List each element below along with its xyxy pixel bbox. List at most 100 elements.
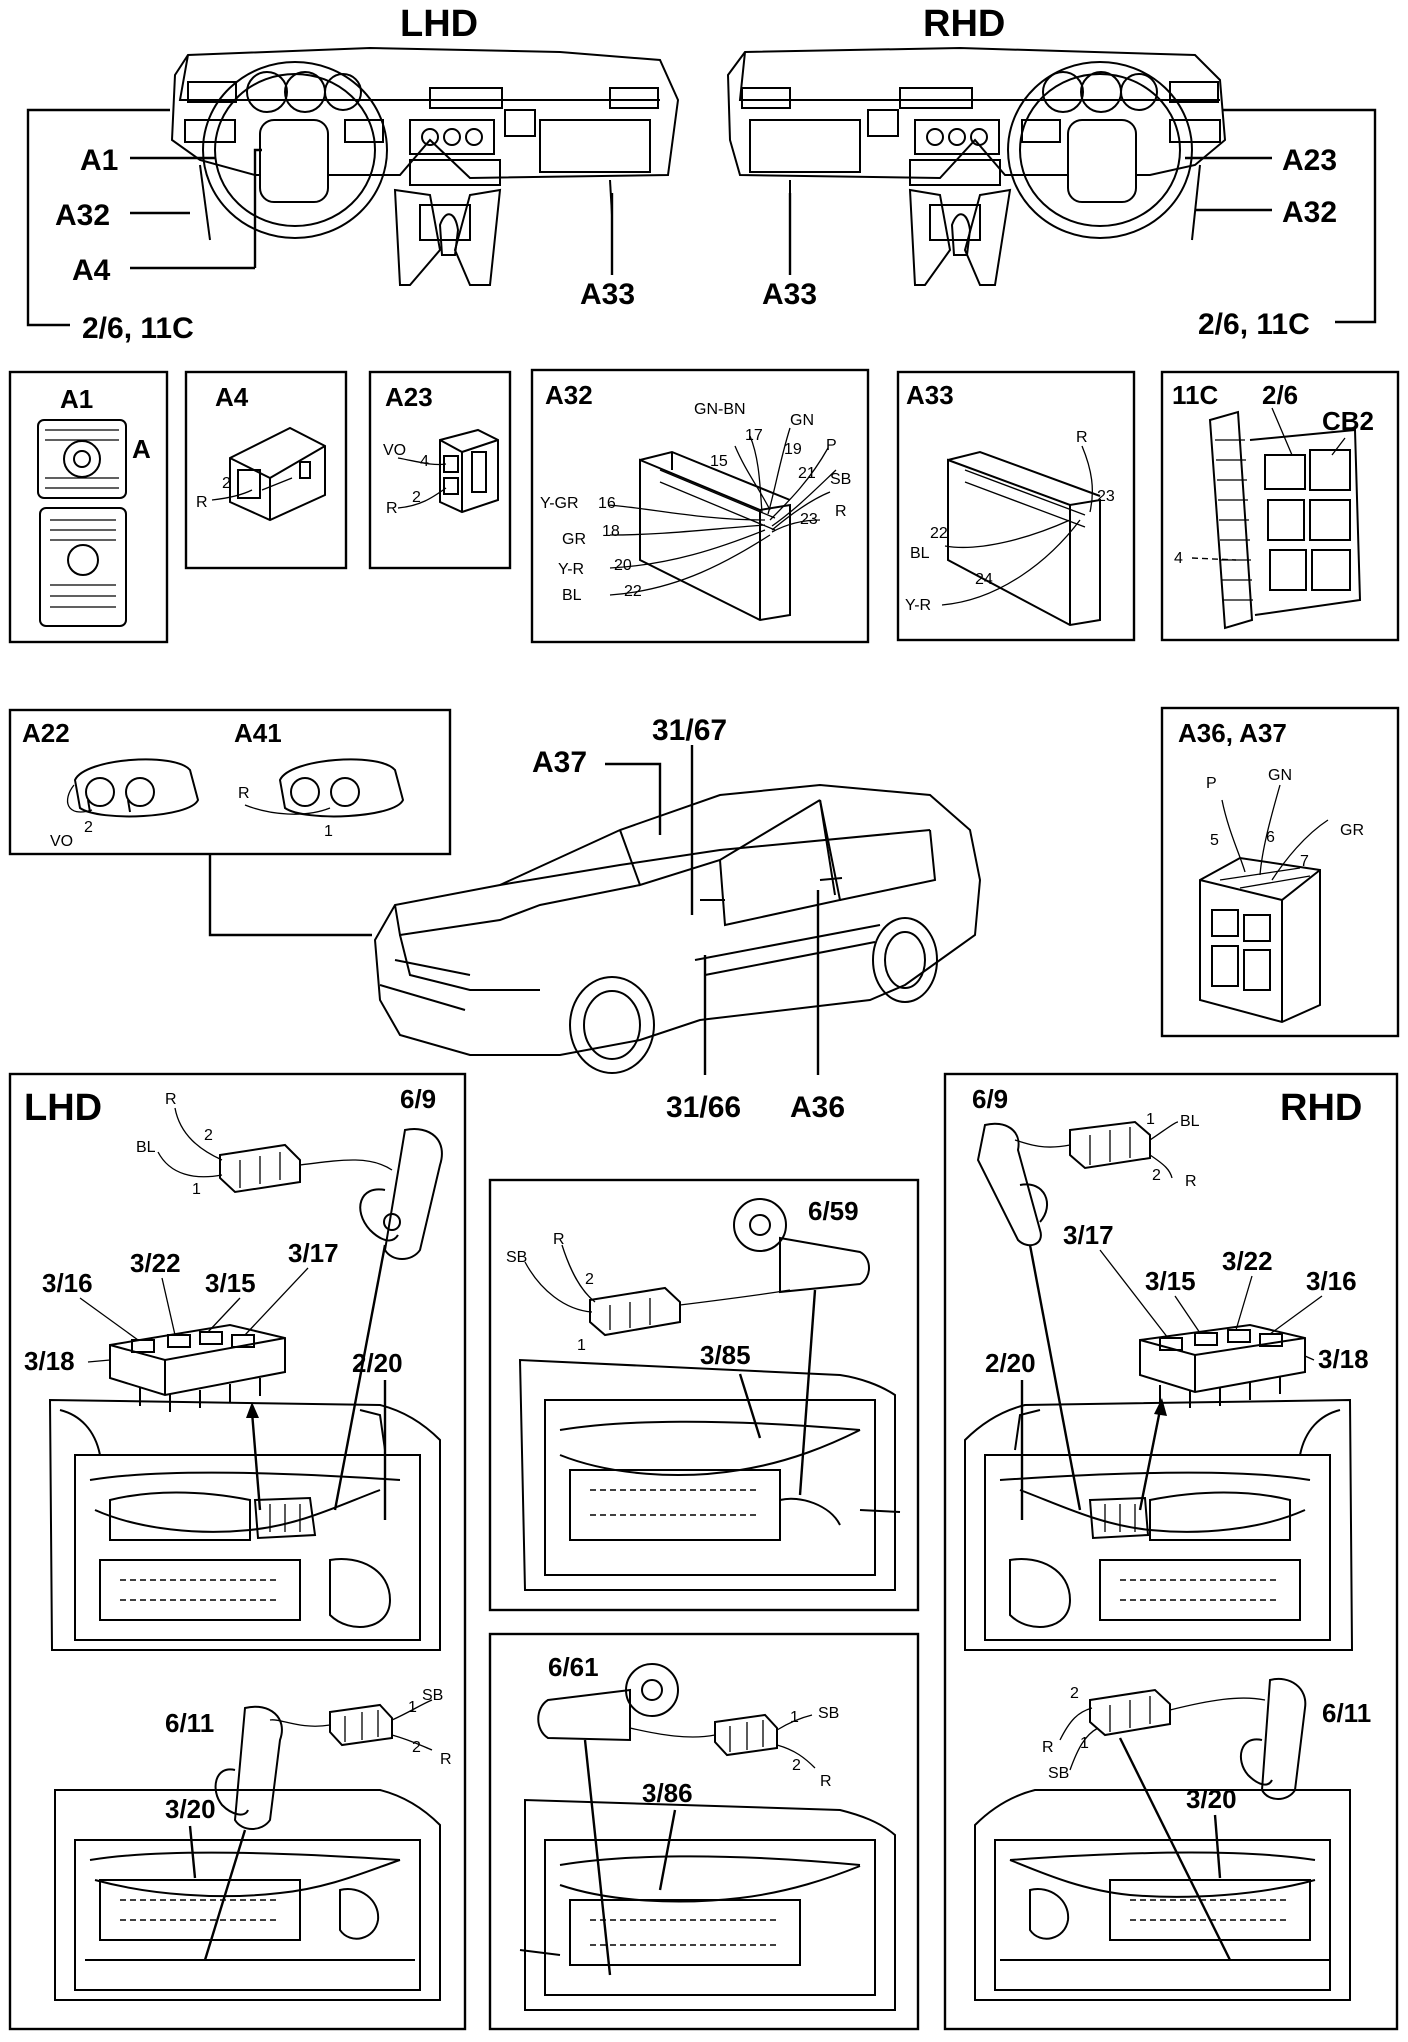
rhd-switch-arrowhead: [1154, 1398, 1167, 1416]
rear-right-door-drawing: [519, 1798, 896, 2011]
fusebox-pin-leader: [1191, 557, 1237, 561]
a36-wire-gr-label: GR: [1340, 822, 1364, 839]
a22-pin: 2: [84, 819, 93, 836]
box-a33: [896, 370, 1136, 642]
rhd-rear-wire-r: [1059, 1707, 1093, 1741]
lhd-front-wire-r-label: R: [165, 1091, 177, 1108]
lhd-front-wire-bl-label: BL: [136, 1139, 156, 1156]
fusebox-title: 11C: [1172, 380, 1218, 410]
rear-right-plug-drawing: [714, 1713, 778, 1757]
a33-wire-y-r: [941, 519, 1081, 606]
lhd-front-plug-drawing: [219, 1143, 301, 1194]
rhd-front-motor-drawing: [976, 1122, 1049, 1247]
rear-right-wire-sb-label: SB: [818, 1705, 839, 1722]
rear-right-switch-leader: [658, 1809, 677, 1891]
fusebox-drawing: [1208, 407, 1362, 630]
heading-rhd-door: RHD: [1280, 1087, 1362, 1129]
a23-pin-2: 2: [412, 489, 421, 506]
a36-wire-gr: [1271, 819, 1329, 881]
rear-left-pin-1: 1: [577, 1337, 586, 1354]
rear-left-wire-r: [561, 1244, 596, 1303]
a32-pin-17: 17: [745, 427, 763, 444]
a32-pin-15: 15: [710, 453, 728, 470]
rhd-front-wire-r-label: R: [1185, 1173, 1197, 1190]
rhd-rear-wire-sb-label: SB: [1048, 1765, 1069, 1782]
rhd-front-wire-r: [1149, 1154, 1173, 1179]
rear-right-pin-2: 2: [792, 1757, 801, 1774]
a36-wire-gn-label: GN: [1268, 767, 1292, 784]
rhd-switch-3-15: 3/15: [1145, 1266, 1196, 1296]
a41-connector-drawing: [278, 758, 405, 818]
lhd-label-a32: A32: [55, 199, 110, 232]
rear-right-wire-r-label: R: [820, 1773, 832, 1790]
box-a32: [530, 368, 870, 644]
a36-wire-gn: [1259, 784, 1281, 876]
box-lhd-doors: [8, 1072, 467, 2031]
rhd-rear-plug-cable: [1169, 1697, 1266, 1711]
rhd-front-plug-drawing: [1069, 1120, 1151, 1170]
a23-title: A23: [385, 382, 433, 412]
a32-pin-19: 19: [784, 441, 802, 458]
rhd-rear-motor-label: 6/11: [1322, 1698, 1371, 1728]
lhd-label-a33: A33: [580, 278, 635, 311]
rhd-front-wire-bl: [1149, 1121, 1179, 1141]
a36-pin-7: 7: [1300, 853, 1309, 870]
rhd-front-pin-1: 1: [1146, 1111, 1155, 1128]
box-rhd-doors: [943, 1072, 1399, 2031]
rhd-front-motor-label: 6/9: [972, 1084, 1008, 1114]
heading-lhd-door: LHD: [24, 1087, 102, 1129]
rear-right-motor-label: 6/61: [548, 1652, 599, 1682]
a36-a37-title: A36, A37: [1178, 718, 1287, 748]
a36-pin-5: 5: [1210, 832, 1219, 849]
lhd-switch-3-15: 3/15: [205, 1268, 256, 1298]
rhd-front-pin-2: 2: [1152, 1167, 1161, 1184]
box-rear-left-door: [488, 1178, 920, 1612]
a1-title: A1: [60, 384, 93, 414]
rhd-dashboard-leaders: [788, 108, 1377, 324]
rear-left-motor-drawing: [733, 1198, 870, 1294]
lhd-rear-pin-2: 2: [412, 1739, 421, 1756]
box-a22-a41: [8, 708, 452, 856]
a22-connector-drawing: [73, 758, 200, 818]
a36-wire-p-label: P: [1206, 775, 1217, 792]
car-drawing: [373, 783, 982, 1074]
a32-wire-gn-bn: GN-BN: [694, 401, 746, 418]
a32-wire-gn: GN: [790, 412, 814, 429]
a23-wire-r: R: [386, 500, 398, 517]
lhd-rear-door-drawing: [54, 1789, 441, 2001]
a36-a37-connector-drawing: [1199, 856, 1321, 1024]
lhd-rear-plug-cable: [269, 1719, 331, 1727]
box-a4: [184, 370, 348, 570]
rhd-switch-3-17: 3/17: [1063, 1220, 1114, 1250]
rear-left-switch-label: 3/85: [700, 1340, 751, 1370]
rear-left-plug-drawing: [589, 1286, 681, 1337]
a32-connector-drawing: [639, 450, 791, 622]
a23-connector-drawing: [439, 428, 499, 514]
rhd-dashboard-drawing: [726, 46, 1227, 286]
rear-left-wire-r-label: R: [553, 1231, 565, 1248]
lhd-front-plug-cable: [299, 1159, 393, 1171]
car-label-a36: A36: [790, 1091, 845, 1124]
a41-wire-label: R: [238, 785, 250, 802]
a32-pin-16: 16: [598, 495, 616, 512]
lhd-front-wire-r: [174, 1107, 223, 1161]
lhd-rear-plug-drawing: [329, 1703, 393, 1747]
box-rear-right-door: [488, 1632, 920, 2031]
rhd-switch-3-18: 3/18: [1318, 1344, 1369, 1374]
heading-rhd-top: RHD: [923, 3, 1005, 45]
lhd-front-pin-2: 2: [204, 1127, 213, 1144]
lhd-rear-motor-drawing: [214, 1705, 283, 1830]
rhd-motor-leader: [1028, 1244, 1082, 1511]
a4-wire-label: R: [196, 494, 208, 511]
a32-pin-20: 20: [614, 557, 632, 574]
a33-wire-r: [1081, 445, 1094, 513]
lhd-label-ref: 2/6, 11C: [82, 312, 194, 345]
lhd-dashboard-leaders: [26, 108, 614, 327]
rhd-switch-block-drawing: [1139, 1323, 1306, 1408]
rear-right-wire-sb: [776, 1714, 813, 1731]
rhd-switch-3-16: 3/16: [1306, 1266, 1357, 1296]
rhd-rear-pin-1: 1: [1080, 1735, 1089, 1752]
rhd-label-a32: A32: [1282, 196, 1337, 229]
a23-wire-1: [397, 457, 447, 466]
